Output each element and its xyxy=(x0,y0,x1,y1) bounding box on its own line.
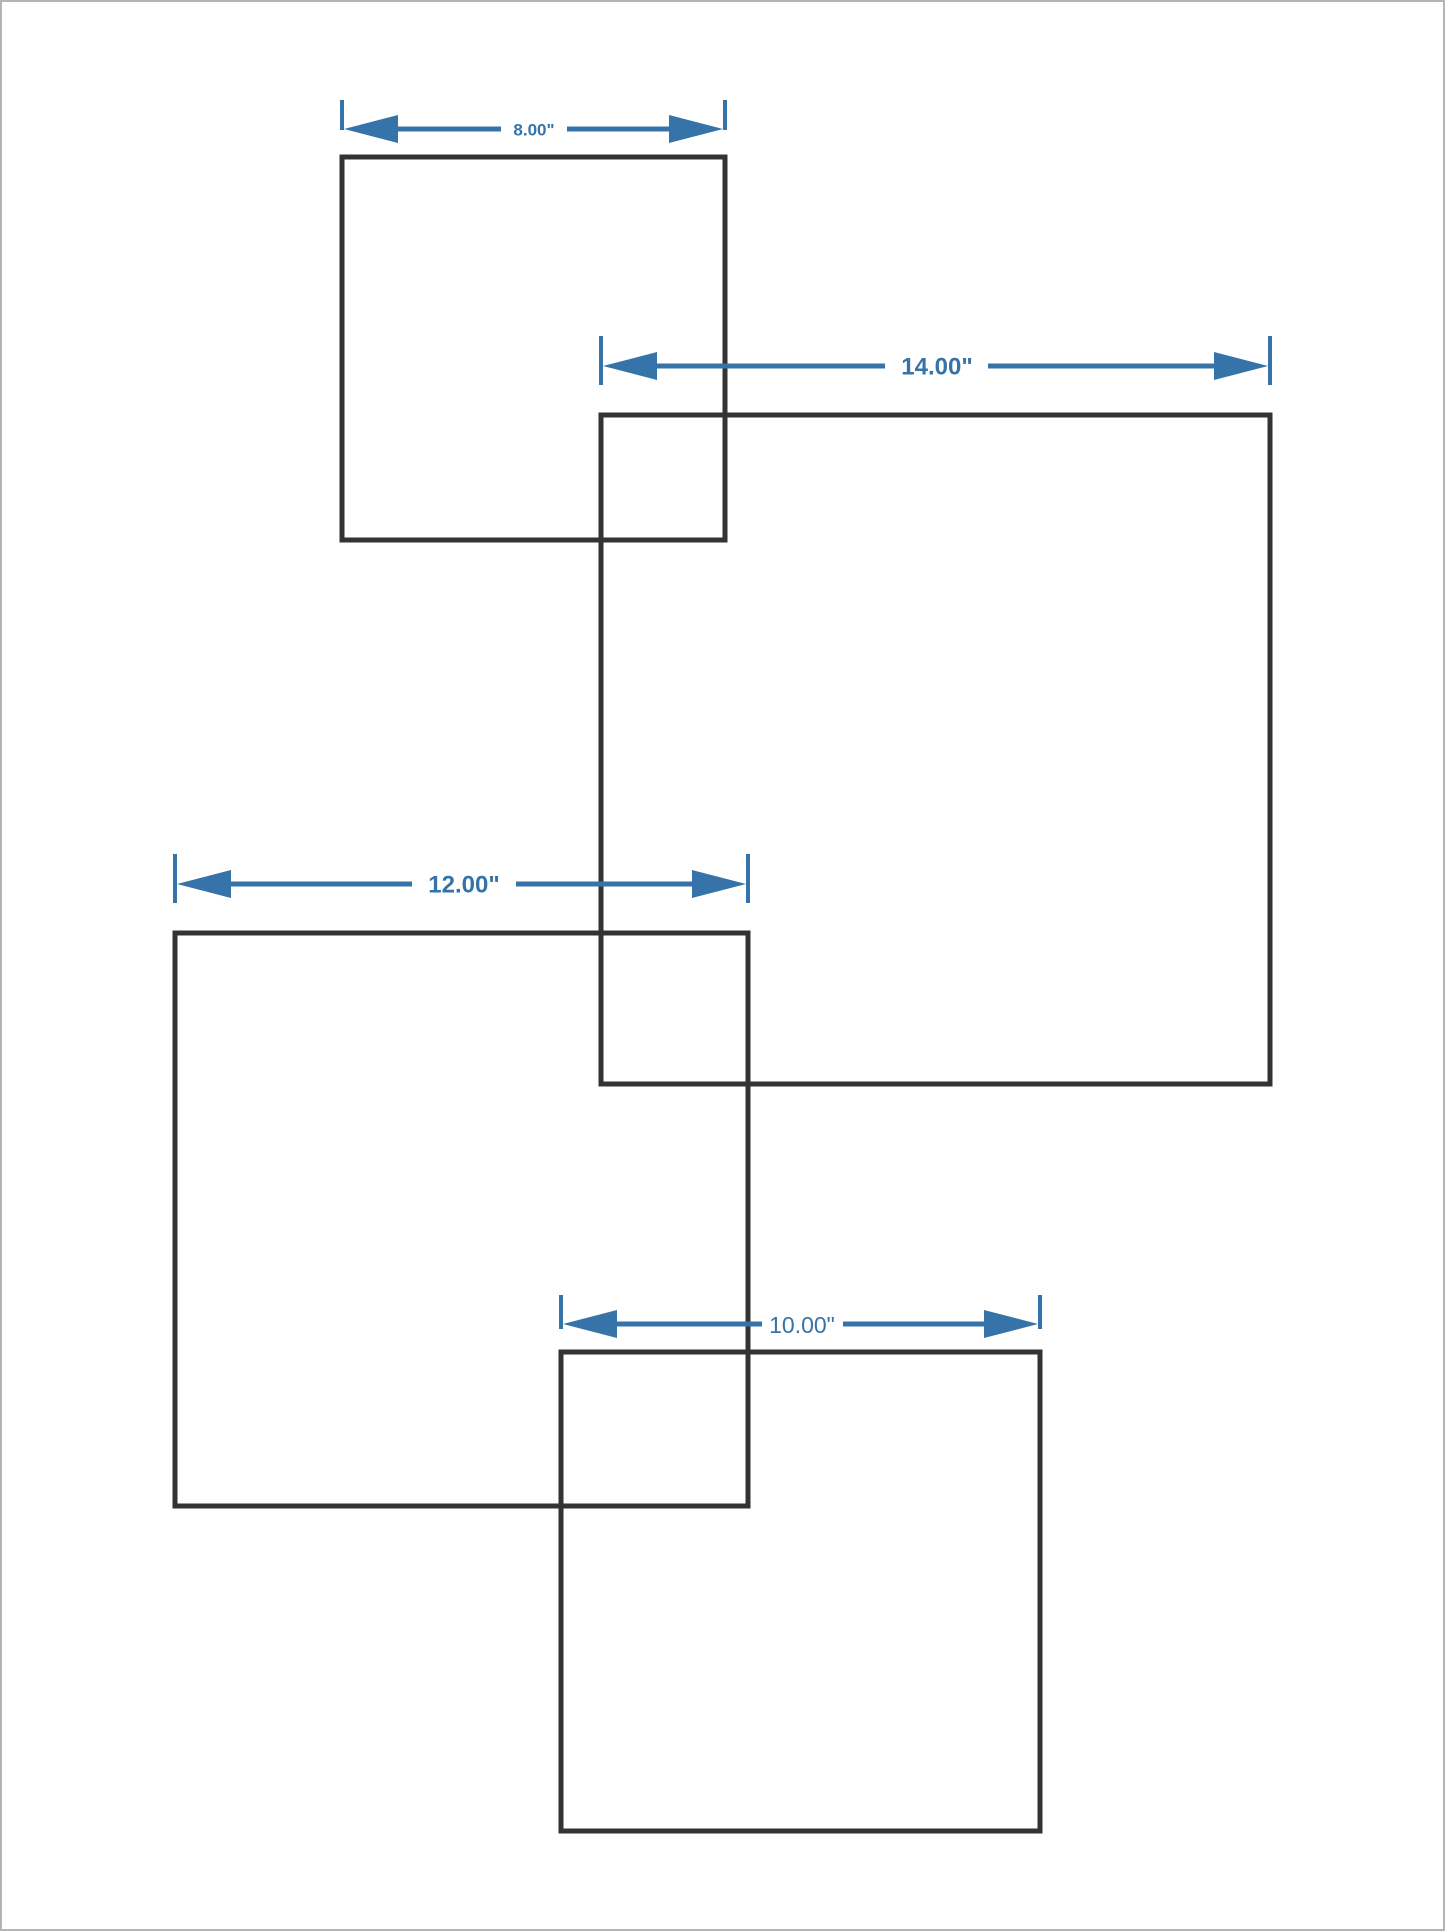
square-14in-group: 14.00" xyxy=(598,336,1273,1087)
dimension-10in: 10.00" xyxy=(559,1295,1042,1338)
square-14in xyxy=(598,412,1273,1087)
arrow-left-icon xyxy=(603,352,657,380)
dimension-label-12in: 12.00" xyxy=(428,872,499,899)
arrow-right-icon xyxy=(669,115,723,143)
arrow-left-icon xyxy=(563,1310,617,1338)
arrow-right-icon xyxy=(984,1310,1038,1338)
square-8in xyxy=(339,154,728,543)
dimension-label-10in: 10.00" xyxy=(769,1312,835,1338)
dimension-12in: 12.00" xyxy=(173,854,750,903)
arrow-right-icon xyxy=(1214,352,1268,380)
square-10in-group: 10.00" xyxy=(558,1295,1043,1834)
square-12in-group: 12.00" xyxy=(172,854,751,1509)
dimension-label-14in: 14.00" xyxy=(901,354,972,381)
dimension-8in: 8.00" xyxy=(340,100,727,143)
dimension-label-8in: 8.00" xyxy=(513,121,554,140)
square-12in xyxy=(172,930,751,1509)
square-8in-group: 8.00" xyxy=(339,100,728,543)
square-10in xyxy=(558,1349,1043,1834)
arrow-left-icon xyxy=(344,115,398,143)
arrow-right-icon xyxy=(692,870,746,898)
dimension-14in: 14.00" xyxy=(599,336,1272,385)
arrow-left-icon xyxy=(177,870,231,898)
